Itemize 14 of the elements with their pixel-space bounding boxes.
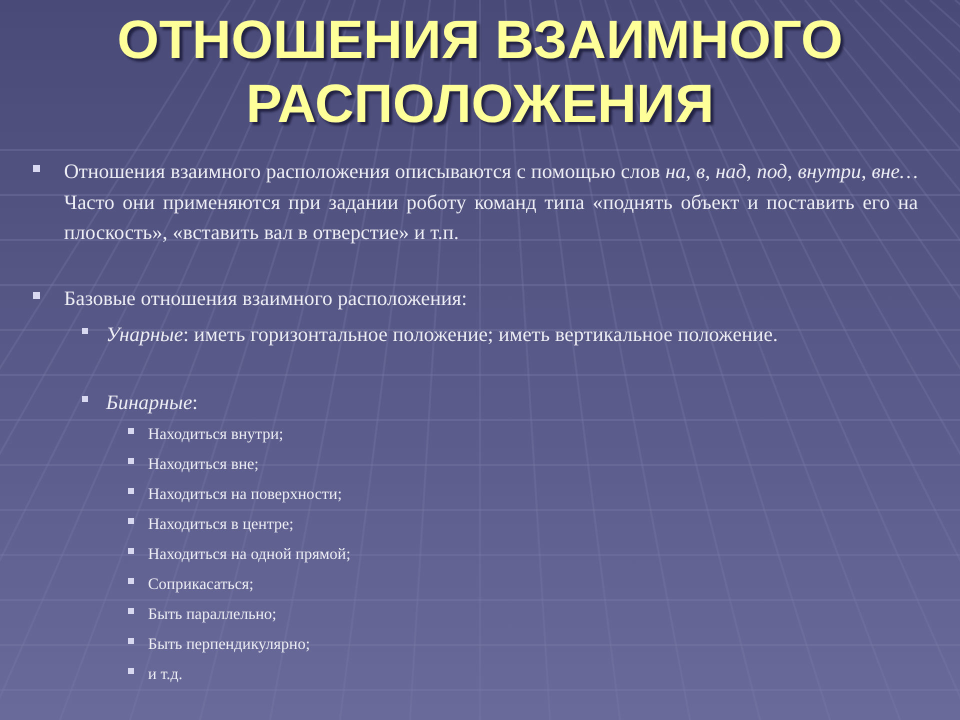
bullet-text: Быть параллельно; <box>148 605 278 625</box>
bullet-text: Находиться внутри; <box>148 425 284 445</box>
bullet-text: Находиться вне; <box>148 455 260 475</box>
bullet-text: Бинарные: <box>106 391 199 416</box>
bullet-text: Находиться на одной прямой; <box>148 545 352 565</box>
slide-title: ОТНОШЕНИЯ ВЗАИМНОГО РАСПОЛОЖЕНИЯ <box>116 9 844 136</box>
bullet-text: Базовые отношения взаимного расположения: <box>64 287 468 312</box>
bullet-text: Соприкасаться; <box>148 575 255 595</box>
bullet-text: Унарные: иметь горизонтальное положение; иметь вертикальное положение. <box>106 323 779 348</box>
bullet-text: Находиться в центре; <box>148 515 295 535</box>
bullet-text: Находиться на поверхности; <box>148 485 343 505</box>
bullet-text: и т.д. <box>148 665 184 685</box>
bullet-text: Быть перпендикулярно; <box>148 635 312 655</box>
bullet-text: Отношения взаимного расположения описываются с помощью слов на, в, над, под, внутри, вне… Часто они применяются при задании роботу команд типа «поднять объект и поставить его на плоскость», «вставить вал в отверстие» и т.п. <box>64 160 918 246</box>
